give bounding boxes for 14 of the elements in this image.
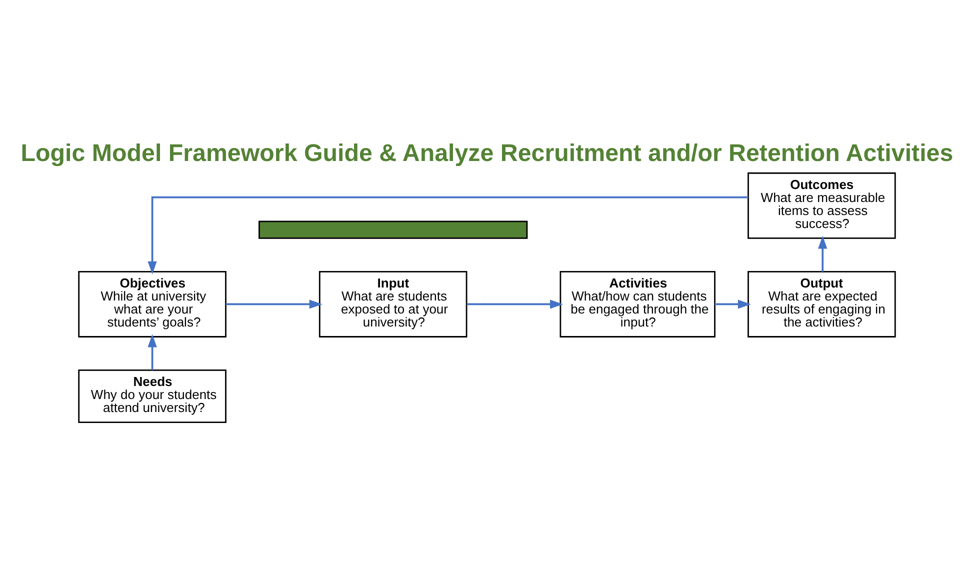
node-bar (258, 220, 528, 239)
diagram-title: Logic Model Framework Guide & Analyze Recruitment and/or Retention Activities (20, 140, 954, 167)
node-box: Needs Why do your students attend university? (78, 370, 226, 423)
node-box: Activities What/how can students be engaged through the input? (560, 270, 716, 338)
arrow (226, 300, 322, 309)
node-box: Objectives While at university what are your students’ goals? (78, 270, 226, 338)
arrow (148, 196, 748, 274)
arrow (466, 300, 564, 309)
node-box: Output What are expected results of engaging in the activities? (748, 270, 896, 338)
arrow (148, 334, 157, 370)
arrow (818, 236, 828, 272)
arrow (714, 300, 751, 309)
node-box: Outcomes What are measurable items to assess success? (748, 172, 896, 239)
node-box: Input What are students exposed to at your university? (318, 270, 468, 338)
